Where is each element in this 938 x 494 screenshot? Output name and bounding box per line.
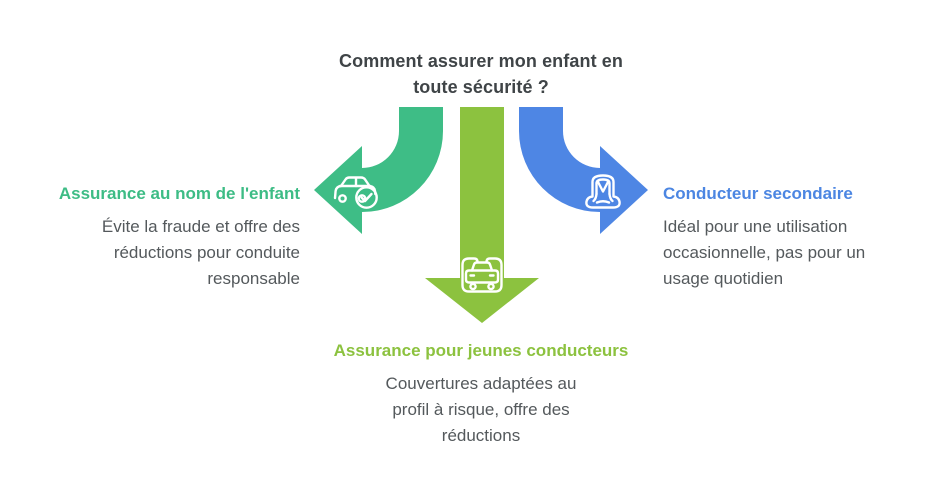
page-title-line-2: toute sécurité ?: [413, 77, 549, 97]
page-title-line-1: Comment assurer mon enfant en: [339, 51, 623, 71]
branch-bottom-description: Couvertures adaptées au profil à risque,…: [150, 371, 812, 449]
branch-right-desc-line-1: Idéal pour une utilisation: [663, 217, 848, 236]
down-straight-arrow: [425, 107, 539, 323]
branch-bottom-desc-line-1: Couvertures adaptées au: [385, 374, 577, 393]
car-with-checkmark-icon: [333, 176, 378, 209]
branch-bottom-title: Assurance pour jeunes conducteurs: [333, 341, 629, 360]
branch-left: Assurance au nom de l'enfant Évite la fr…: [20, 183, 300, 292]
branch-bottom-desc-line-3: réductions: [441, 426, 521, 445]
left-curved-arrow: [314, 107, 443, 234]
branch-bottom: Assurance pour jeunes conducteurs Couver…: [150, 340, 812, 449]
branch-right-desc-line-3: usage quotidien: [663, 269, 784, 288]
child-car-seat-icon: [585, 174, 621, 209]
branch-left-desc-line-1: Évite la fraude et offre des: [101, 217, 300, 236]
check-badge-circle: [355, 186, 378, 209]
car-front-in-badge-icon: [461, 257, 503, 293]
page-title: Comment assurer mon enfant en toute sécu…: [151, 48, 811, 100]
branch-left-desc-line-3: responsable: [207, 269, 300, 288]
branch-bottom-desc-line-2: profil à risque, offre des: [392, 400, 570, 419]
branch-right-desc-line-2: occasionnelle, pas pour un: [663, 243, 866, 262]
branch-right-description: Idéal pour une utilisation occasionnelle…: [663, 214, 923, 292]
branch-right: Conducteur secondaire Idéal pour une uti…: [663, 183, 923, 292]
branch-left-title: Assurance au nom de l'enfant: [58, 184, 300, 203]
checkmark: [360, 192, 373, 203]
right-curved-arrow: [519, 107, 648, 234]
branch-right-title: Conducteur secondaire: [663, 184, 853, 203]
branch-left-desc-line-2: réductions pour conduite: [113, 243, 300, 262]
branch-left-description: Évite la fraude et offre des réductions …: [20, 214, 300, 292]
